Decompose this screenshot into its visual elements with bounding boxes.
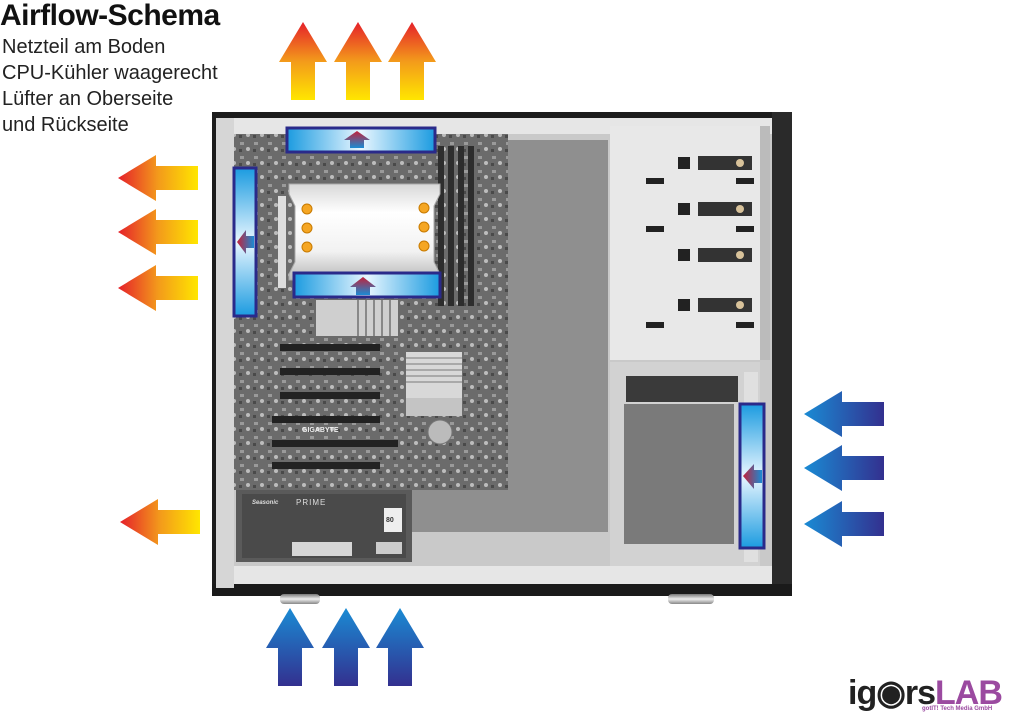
cpu-cooler: [278, 183, 441, 288]
svg-text:80: 80: [386, 517, 394, 524]
drive-bay-latch: [678, 298, 752, 312]
hdd-cage-inner: [624, 404, 734, 544]
chipset-heatsink: [406, 352, 462, 398]
logo-pulse-icon: ◉: [876, 674, 906, 712]
drive-bays: [610, 126, 770, 360]
fan-direction-arrow-left-icon: [743, 464, 762, 489]
chipset-cover: [406, 398, 462, 416]
intake-arrows-bottom: [266, 608, 424, 686]
drive-bay-latch: [678, 156, 752, 170]
cool-air-arrow-up-icon: [322, 608, 370, 686]
cmos-battery: [427, 419, 453, 445]
hot-air-arrow-up-icon: [334, 22, 382, 100]
pcie-slot: [280, 368, 380, 375]
hot-air-arrow-up-icon: [279, 22, 327, 100]
rear-bracket: [216, 118, 234, 588]
logo-text-rs: rs: [904, 674, 936, 712]
hot-air-arrow-left-icon: [118, 265, 198, 311]
cool-air-arrow-left-icon: [804, 391, 884, 437]
fan-front: [738, 402, 766, 550]
cooler-heatsink: [288, 183, 441, 281]
logo-text-ig: ig: [848, 674, 877, 712]
hot-air-arrow-left-icon: [118, 155, 198, 201]
psu-barcode-area: [292, 542, 352, 556]
psu-brand: Seasonic: [252, 500, 279, 506]
pcie-slot: [272, 462, 380, 469]
case-foot: [668, 594, 714, 604]
subtitle-line-1: Netzteil am Boden: [2, 36, 166, 58]
exhaust-arrows-top: [279, 22, 436, 100]
cool-air-arrow-up-icon: [376, 608, 424, 686]
ram-slot: [468, 146, 474, 306]
pcie-slot: [280, 392, 380, 399]
intake-arrows-front: [804, 391, 884, 547]
subtitle-line-2: CPU-Kühler waagerecht: [2, 62, 218, 84]
subtitle-line-3: Lüfter an Oberseite: [2, 88, 174, 110]
logo-text-lab: LAB: [935, 674, 1003, 712]
fan-direction-arrow-left-icon: [237, 230, 254, 254]
hdd-cage: [610, 362, 760, 566]
motherboard-brand: GIGABYTE: [302, 427, 339, 434]
drive-bay-latch: [678, 248, 752, 262]
igorslab-logo: ig◉rsLAB: [848, 674, 1003, 712]
cool-air-arrow-up-icon: [266, 608, 314, 686]
bottom-rail: [216, 566, 772, 584]
cool-air-arrow-left-icon: [804, 445, 884, 491]
drive-bay-latch: [678, 202, 752, 216]
logo-tagline: gotIT! Tech Media GmbH: [922, 706, 993, 712]
case-bottom-edge: [212, 584, 792, 596]
pcie-slot: [272, 440, 398, 447]
exhaust-arrows-rear: [118, 155, 200, 545]
heatpipe: [301, 203, 313, 215]
fan-direction-arrow-up-icon: [350, 277, 376, 295]
hdd-cage-top: [626, 376, 738, 402]
ram-slot: [458, 146, 464, 306]
case-front-panel: [772, 112, 792, 596]
diagram-title: Airflow-Schema: [0, 0, 220, 32]
heatpipe: [418, 240, 430, 252]
fan-direction-arrow-up-icon: [344, 131, 370, 148]
ram-slot: [448, 146, 454, 306]
fan-cpu-cooler: [292, 271, 442, 299]
heatpipe: [418, 202, 430, 214]
power-supply: Seasonic PRIME 80: [236, 490, 412, 562]
pcie-slot: [272, 416, 380, 423]
heatpipe: [301, 222, 313, 234]
fan-top: [285, 126, 437, 154]
heatpipe: [301, 241, 313, 253]
heatpipe: [418, 221, 430, 233]
cool-air-arrow-left-icon: [804, 501, 884, 547]
cooler-fins-left: [278, 196, 286, 288]
fan-rear: [232, 166, 258, 318]
ram-slot: [438, 146, 444, 306]
psu-80plus-badge: [384, 508, 402, 532]
subtitle-line-4: und Rückseite: [2, 114, 129, 136]
pcie-slot: [280, 344, 380, 351]
hot-air-arrow-left-icon: [120, 499, 200, 545]
hot-air-arrow-left-icon: [118, 209, 198, 255]
psu-model: PRIME: [296, 498, 326, 507]
hot-air-arrow-up-icon: [388, 22, 436, 100]
case-foot: [280, 594, 320, 604]
